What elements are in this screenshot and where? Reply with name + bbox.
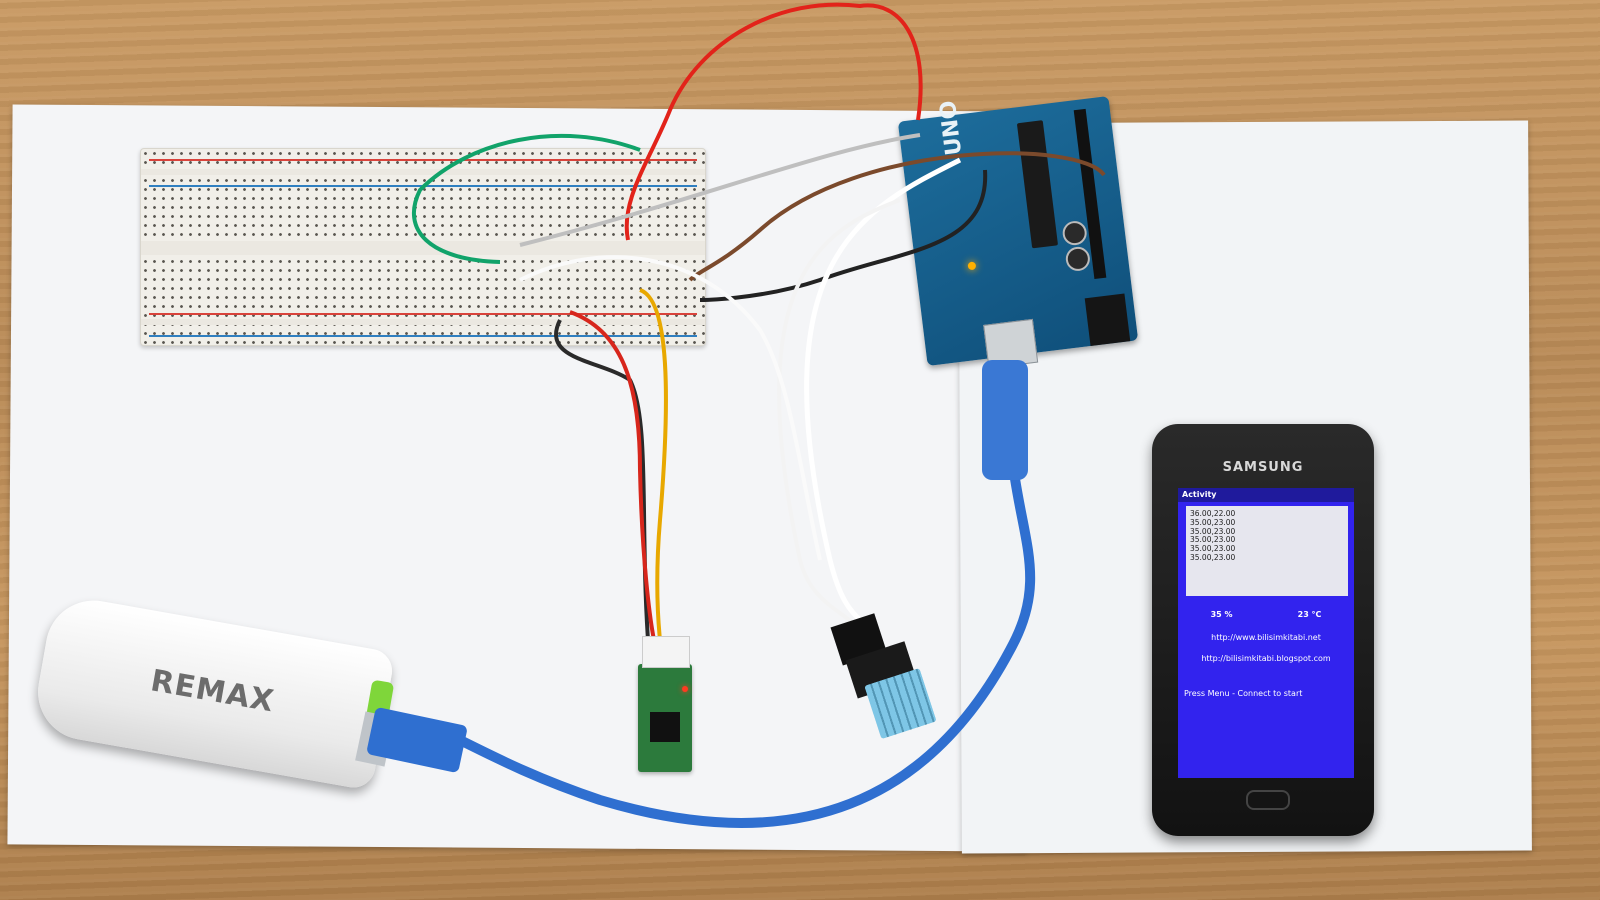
arduino-uno-board: UNO bbox=[897, 95, 1139, 369]
app-title: Activity bbox=[1178, 488, 1354, 502]
module-connector bbox=[642, 636, 690, 668]
breadboard-center-gap bbox=[141, 241, 705, 255]
log-line: 35.00,23.00 bbox=[1190, 535, 1236, 545]
breadboard-red-rail bbox=[149, 313, 697, 315]
home-button[interactable] bbox=[1246, 790, 1290, 810]
log-line: 36.00,22.00 bbox=[1190, 509, 1236, 518]
breadboard-rail-strip bbox=[141, 169, 705, 175]
phone-brand: SAMSUNG bbox=[1222, 460, 1304, 475]
microcontroller-chip bbox=[1016, 120, 1059, 249]
capacitor bbox=[1061, 219, 1089, 247]
log-line: 35.00,23.00 bbox=[1190, 526, 1236, 536]
log-line: 35.00,23.00 bbox=[1190, 544, 1236, 554]
blog-link[interactable]: http://bilisimkitabi.blogspot.com bbox=[1201, 654, 1331, 663]
breadboard-blue-rail bbox=[149, 185, 697, 187]
power-led bbox=[967, 261, 977, 271]
log-line: 35.00,23.00 bbox=[1190, 552, 1236, 562]
breadboard-red-rail bbox=[149, 159, 697, 161]
capacitor bbox=[1064, 245, 1092, 273]
bluetooth-module bbox=[638, 636, 692, 772]
breadboard-blue-rail bbox=[149, 335, 697, 337]
website-link[interactable]: http://www.bilisimkitabi.net bbox=[1211, 633, 1321, 642]
data-log: 36.00,22.00 35.00,23.00 35.00,23.00 35.0… bbox=[1186, 506, 1348, 596]
dc-power-jack bbox=[1084, 293, 1131, 347]
temperature-value: 23 °C bbox=[1297, 610, 1322, 619]
powerbank-logo: REMAX bbox=[148, 663, 277, 720]
phone-screen[interactable]: Activity 36.00,22.00 35.00,23.00 35.00,2… bbox=[1178, 488, 1354, 778]
usb-b-port bbox=[983, 318, 1039, 369]
humidity-value: 35 % bbox=[1210, 610, 1233, 619]
arduino-label: UNO bbox=[935, 99, 968, 157]
status-text: Press Menu - Connect to start bbox=[1184, 689, 1303, 698]
module-led bbox=[682, 686, 688, 692]
samsung-phone: SAMSUNG Activity 36.00,22.00 35.00,23.00… bbox=[1152, 424, 1374, 836]
log-line: 35.00,23.00 bbox=[1190, 517, 1236, 527]
breadboard bbox=[140, 148, 706, 346]
sensor-readings: 35 % 23 °C bbox=[1178, 610, 1354, 619]
module-chip bbox=[650, 712, 680, 742]
breadboard-rail-strip bbox=[141, 319, 705, 325]
